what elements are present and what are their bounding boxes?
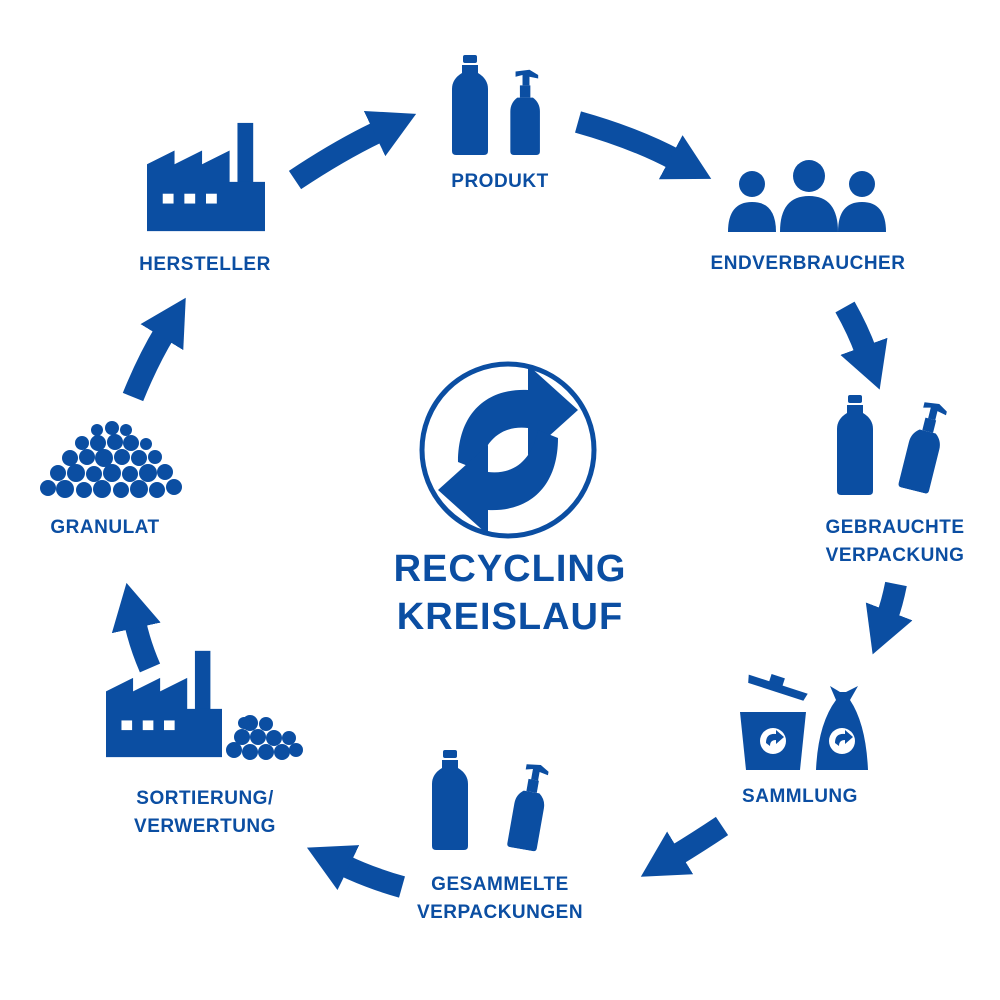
sammlung-bin-and-bag-icon bbox=[740, 674, 868, 770]
sortierung-pellets-icon bbox=[226, 715, 303, 760]
arrow-endverbraucher-to-gebrauchte bbox=[835, 301, 888, 390]
arrow-gesammelte-to-sortierung bbox=[306, 845, 406, 898]
gesammelte-verpackungen-label: GESAMMELTE VERPACKUNGEN bbox=[390, 871, 610, 927]
arrow-produkt-to-endverbraucher bbox=[575, 111, 712, 180]
arrow-gebrauchte-to-sammlung bbox=[865, 581, 913, 655]
arrow-granulat-to-hersteller bbox=[122, 297, 186, 402]
sortierung-verwertung-label: SORTIERUNG/ VERWERTUNG bbox=[105, 785, 305, 841]
gesammelte-bottles-icon bbox=[432, 750, 552, 852]
produkt-bottles-icon bbox=[452, 55, 540, 155]
arrow-hersteller-to-produkt bbox=[288, 110, 417, 190]
arrow-sammlung-to-gesammelte bbox=[640, 816, 729, 877]
endverbraucher-label: ENDVERBRAUCHER bbox=[710, 253, 906, 274]
recycling-logo-icon bbox=[419, 361, 597, 539]
hersteller-label: HERSTELLER bbox=[139, 254, 271, 275]
granulat-pellet-pile-icon bbox=[40, 421, 182, 498]
gesammelte-line1: GESAMMELTE bbox=[431, 874, 569, 895]
sortierung-line1: SORTIERUNG/ bbox=[136, 788, 274, 809]
hersteller-factory-icon bbox=[147, 122, 265, 232]
title-line1: RECYCLING bbox=[393, 548, 627, 590]
sammlung-label: SAMMLUNG bbox=[742, 786, 858, 807]
title-line2: KREISLAUF bbox=[396, 596, 624, 638]
sortierung-line2: VERWERTUNG bbox=[134, 816, 276, 837]
gebrauchte-line1: GEBRAUCHTE bbox=[825, 517, 965, 538]
arrow-sortierung-to-granulat bbox=[111, 582, 161, 673]
page-title: RECYCLING KREISLAUF bbox=[350, 545, 670, 641]
produkt-label: PRODUKT bbox=[451, 171, 549, 192]
gesammelte-line2: VERPACKUNGEN bbox=[416, 902, 584, 923]
granulat-label: GRANULAT bbox=[50, 517, 160, 538]
endverbraucher-people-icon bbox=[728, 160, 886, 232]
gebrauchte-tipped-bottles-icon bbox=[837, 395, 950, 495]
gebrauchte-line2: VERPACKUNG bbox=[825, 545, 965, 566]
gebrauchte-verpackung-label: GEBRAUCHTE VERPACKUNG bbox=[800, 514, 990, 570]
sortierung-factory-icon bbox=[106, 650, 222, 758]
